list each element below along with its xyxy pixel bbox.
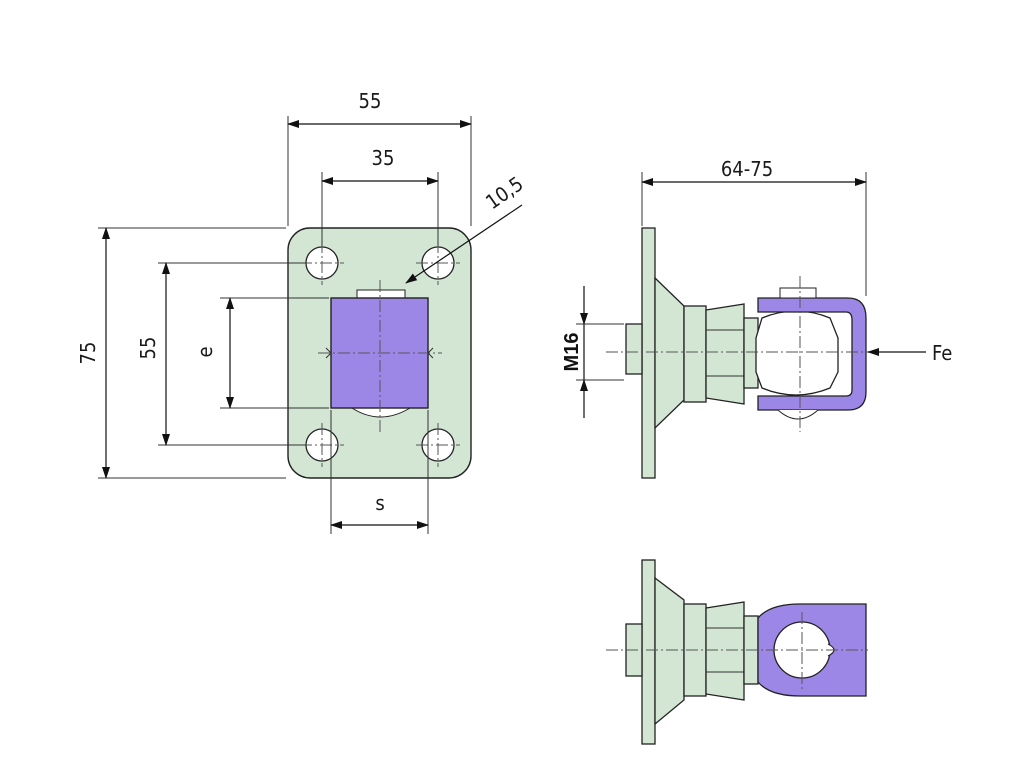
side-u-bracket	[757, 297, 867, 411]
dim-adjust-s: s	[375, 491, 384, 515]
side-plate	[641, 227, 656, 479]
dim-hole-spacing-x: 35	[372, 146, 395, 170]
bottom-hex-nut	[705, 601, 745, 701]
bottom-view	[606, 559, 868, 745]
front-view	[287, 227, 472, 479]
dim-hole-diameter: 10,5	[481, 171, 528, 214]
dim-width-outer: 55	[359, 89, 382, 113]
side-hex-nut	[705, 303, 745, 405]
dim-hole-spacing-y: 55	[136, 337, 160, 360]
leader-hole-diameter	[405, 204, 523, 284]
dim-thread: M16	[561, 333, 583, 372]
dim-length-range: 64-75	[721, 157, 773, 181]
nut-lower-outline	[351, 407, 411, 418]
side-view	[606, 227, 870, 479]
dim-adjust-e: e	[193, 346, 217, 357]
side-dimensions: 64-75 M16 Fe	[561, 157, 952, 418]
force-label: Fe	[932, 341, 952, 365]
dim-height-outer: 75	[76, 342, 100, 365]
bottom-plate	[641, 559, 656, 745]
side-bolt-end	[625, 323, 643, 375]
side-cone	[654, 276, 685, 430]
bottom-cone	[654, 576, 685, 726]
side-ball	[755, 310, 839, 396]
